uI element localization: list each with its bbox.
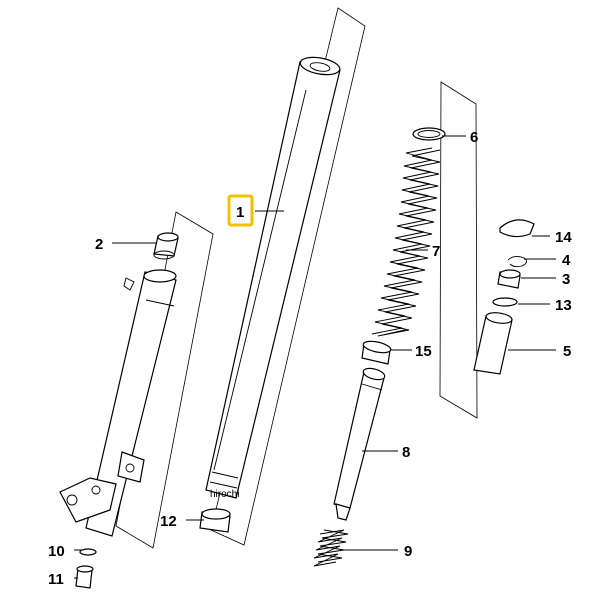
o-ring-part[interactable]	[412, 127, 446, 141]
leader-lines	[74, 135, 556, 579]
callout-labels: 1 2 6 7 15 8 9 12 10 11 14 4 3 13 5	[48, 129, 572, 588]
fork-tube-part[interactable]	[205, 55, 341, 499]
clamp-ring-part[interactable]	[199, 508, 231, 533]
washer-part[interactable]	[79, 548, 97, 556]
bolt-part[interactable]	[75, 565, 94, 589]
callout-2[interactable]: 2	[95, 236, 103, 253]
circlip-part[interactable]	[507, 255, 527, 268]
slider-leg-part[interactable]	[59, 269, 177, 537]
callout-7[interactable]: 7	[432, 243, 440, 260]
callout-4[interactable]: 4	[562, 252, 571, 269]
spacer-ring-part[interactable]	[361, 339, 392, 365]
callout-14[interactable]: 14	[555, 229, 572, 246]
rebound-spring-part[interactable]	[313, 529, 349, 567]
callout-8[interactable]: 8	[402, 444, 410, 461]
valve-part[interactable]	[497, 269, 521, 289]
callout-13[interactable]: 13	[555, 297, 572, 314]
sleeve-bushing-part[interactable]	[153, 232, 179, 260]
callout-1[interactable]: 1	[236, 204, 244, 221]
cap-part[interactable]	[499, 219, 535, 238]
fork-spring-part[interactable]	[371, 147, 441, 337]
small-o-ring-part[interactable]	[492, 297, 518, 307]
callout-3[interactable]: 3	[562, 271, 570, 288]
damper-rod-part[interactable]	[333, 366, 386, 521]
callout-5[interactable]: 5	[563, 343, 571, 360]
callout-12[interactable]: 12	[160, 513, 177, 530]
callout-11[interactable]: 11	[48, 571, 64, 588]
callout-highlight-box	[227, 194, 254, 227]
watermark-text: hirochi	[210, 489, 239, 500]
callout-15[interactable]: 15	[415, 343, 432, 360]
callout-6[interactable]: 6	[470, 129, 478, 146]
callout-9[interactable]: 9	[404, 543, 412, 560]
callout-10[interactable]: 10	[48, 543, 65, 560]
cylinder-tube-part[interactable]	[473, 311, 513, 375]
